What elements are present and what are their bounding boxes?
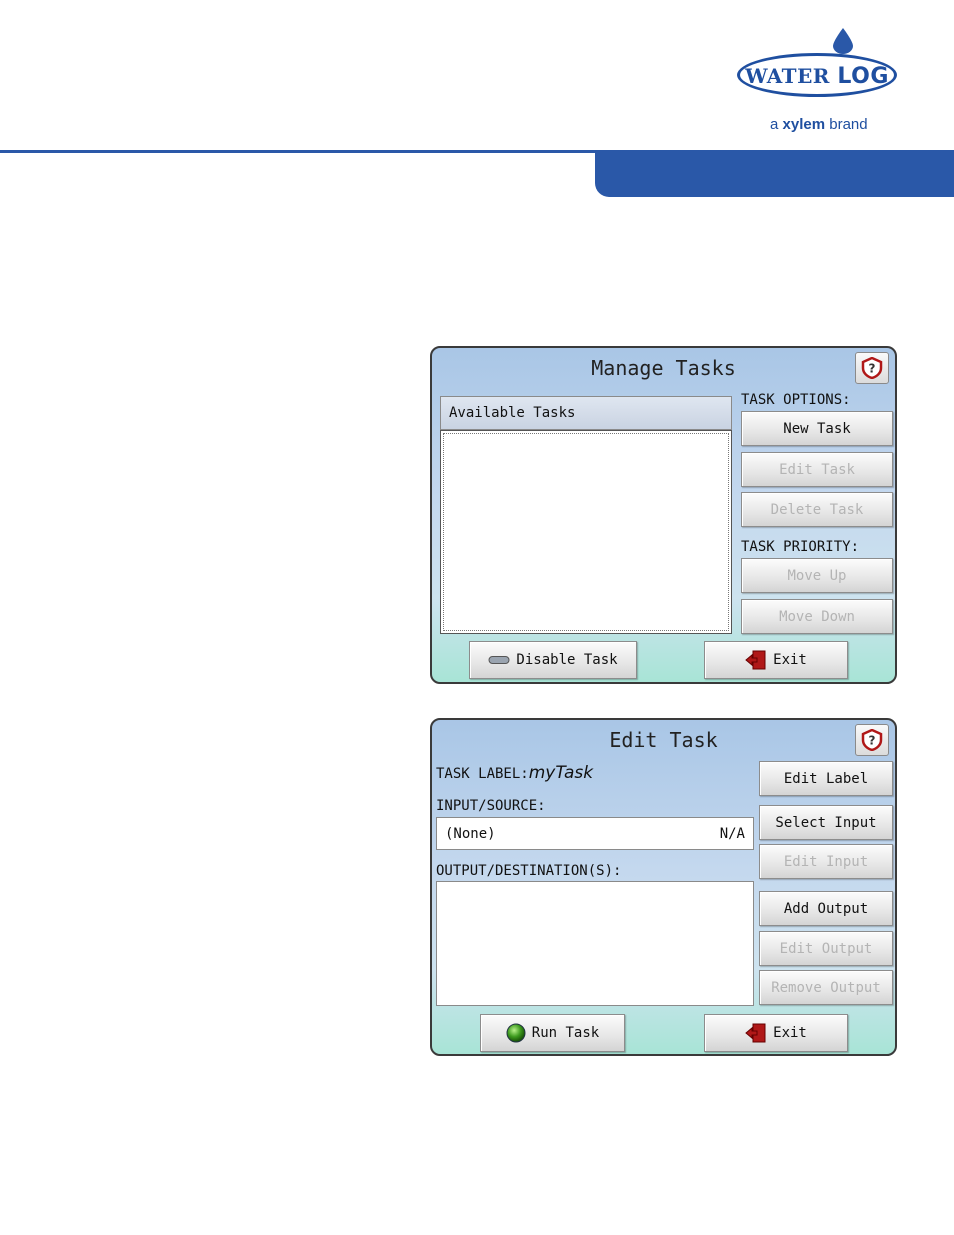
output-destination-list[interactable] (436, 881, 754, 1006)
svg-text:?: ? (869, 362, 876, 376)
add-output-button[interactable]: Add Output (759, 891, 893, 926)
edit-task-button[interactable]: Edit Task (741, 452, 893, 487)
water-drop-icon (833, 28, 853, 54)
move-down-button[interactable]: Move Down (741, 599, 893, 634)
help-button[interactable]: ? (855, 352, 889, 384)
brand-tagline: a xylem brand (770, 116, 868, 133)
edit-label-button[interactable]: Edit Label (759, 761, 893, 796)
exit-label: Exit (773, 652, 807, 668)
manage-tasks-title: Manage Tasks (591, 356, 736, 380)
help-button[interactable]: ? (855, 724, 889, 756)
available-tasks-header: Available Tasks (440, 396, 732, 430)
task-label-caption: TASK LABEL: (436, 766, 529, 782)
waterlog-logo: WATER LOG (737, 53, 897, 97)
input-source-field: (None) N/A (436, 817, 754, 850)
run-task-button[interactable]: Run Task (480, 1014, 625, 1052)
svg-text:?: ? (869, 734, 876, 748)
delete-task-button[interactable]: Delete Task (741, 492, 893, 527)
xylem-wordmark: xylem (782, 116, 826, 133)
exit-button[interactable]: Exit (704, 641, 848, 679)
edit-output-button[interactable]: Edit Output (759, 931, 893, 966)
task-options-label: TASK OPTIONS: (741, 392, 851, 408)
manage-tasks-screen: Manage Tasks ? Available Tasks TASK OPTI… (430, 346, 897, 684)
remove-output-button[interactable]: Remove Output (759, 970, 893, 1005)
available-tasks-list[interactable] (440, 430, 732, 634)
run-task-label: Run Task (531, 1025, 600, 1041)
task-label-value: myTask (528, 763, 594, 783)
disable-task-button[interactable]: Disable Task (469, 641, 637, 679)
select-input-button[interactable]: Select Input (759, 805, 893, 840)
exit-door-icon (745, 1023, 767, 1043)
header-tab (595, 150, 954, 197)
edit-task-screen: Edit Task ? TASK LABEL:myTask INPUT/SOUR… (430, 718, 897, 1056)
input-source-status: N/A (719, 826, 745, 842)
edit-task-title: Edit Task (609, 728, 718, 752)
edit-input-button[interactable]: Edit Input (759, 844, 893, 879)
logo-text-log: LOG (837, 64, 889, 89)
input-source-caption: INPUT/SOURCE: (436, 798, 546, 814)
new-task-button[interactable]: New Task (741, 411, 893, 446)
input-source-value: (None) (445, 826, 496, 842)
exit-label: Exit (773, 1025, 807, 1041)
output-destination-caption: OUTPUT/DESTINATION(S): (436, 863, 622, 879)
move-up-button[interactable]: Move Up (741, 558, 893, 593)
exit-button[interactable]: Exit (704, 1014, 848, 1052)
logo-text-water: WATER (745, 64, 830, 88)
green-led-icon (506, 1023, 526, 1043)
header-rule (0, 150, 954, 153)
disable-task-label: Disable Task (516, 652, 618, 668)
exit-door-icon (745, 650, 767, 670)
question-shield-icon: ? (861, 357, 883, 379)
disable-bar-icon (488, 655, 510, 665)
task-label-row: TASK LABEL:myTask (436, 763, 593, 783)
question-shield-icon: ? (861, 729, 883, 751)
task-priority-label: TASK PRIORITY: (741, 539, 860, 555)
